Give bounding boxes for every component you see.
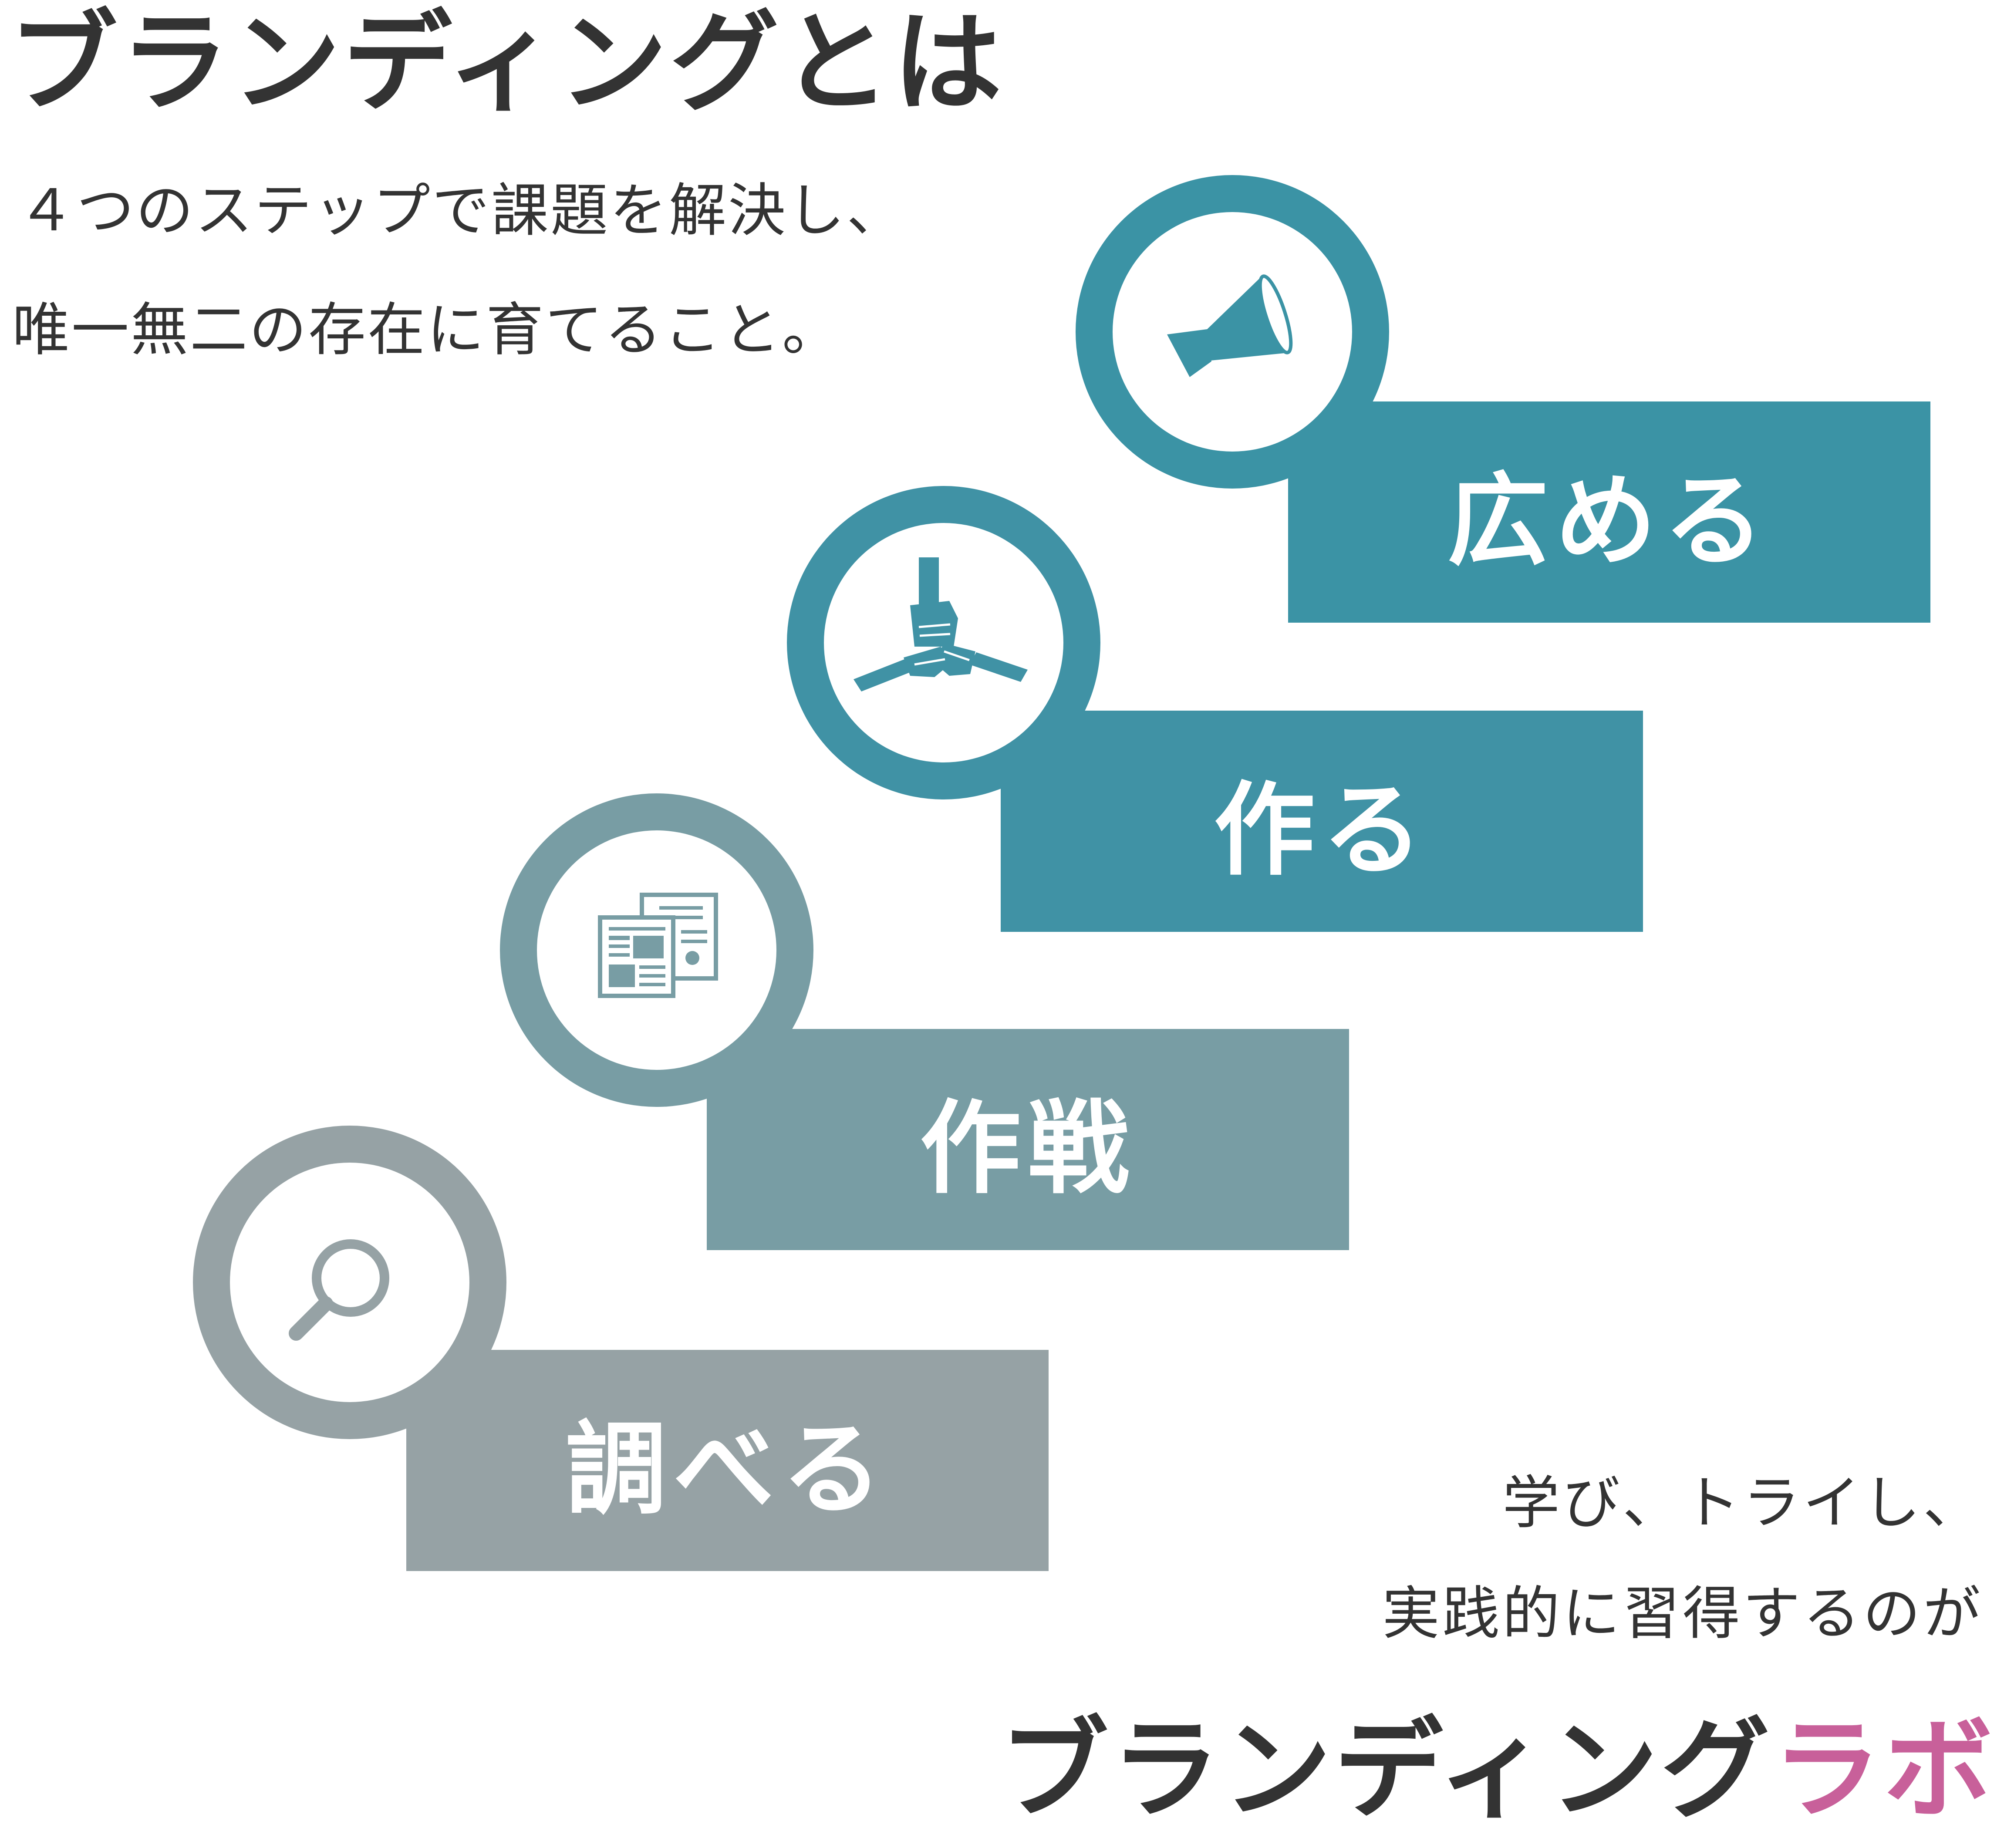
- step-bar-create: 作る: [1001, 711, 1643, 932]
- brand-name: ブランディングラボ: [1000, 1716, 1996, 1824]
- step-label-strategy: 作戦: [920, 1090, 1136, 1207]
- step-label-create: 作る: [1214, 772, 1430, 889]
- step-bar-spread: 広める: [1288, 401, 1930, 623]
- step-label-spread: 広める: [1447, 462, 1771, 580]
- magnifier-icon: [289, 1239, 389, 1341]
- brand-name-accent: ラボ: [1772, 1706, 1995, 1833]
- brand-name-main: ブランディング: [999, 1706, 1772, 1833]
- subtitle-line-2: 唯一無二の存在に育てること。: [12, 297, 841, 364]
- hands-together-icon: [854, 557, 1028, 691]
- page-title: ブランディングとは: [9, 0, 1005, 126]
- megaphone-icon: [1167, 274, 1293, 377]
- step-bar-research: 調べる: [406, 1350, 1049, 1571]
- closing-line-2: 実践的に習得するのが: [1382, 1580, 1983, 1647]
- step-bar-strategy: 作戦: [707, 1029, 1349, 1250]
- closing-line-1: 学び、トライし、: [1502, 1470, 1983, 1537]
- step-ring-inner-research: [230, 1163, 469, 1402]
- subtitle-line-1: ４つのステップで課題を解決し、: [17, 177, 906, 244]
- documents-icon: [598, 893, 718, 998]
- step-label-research: 調べる: [565, 1411, 890, 1528]
